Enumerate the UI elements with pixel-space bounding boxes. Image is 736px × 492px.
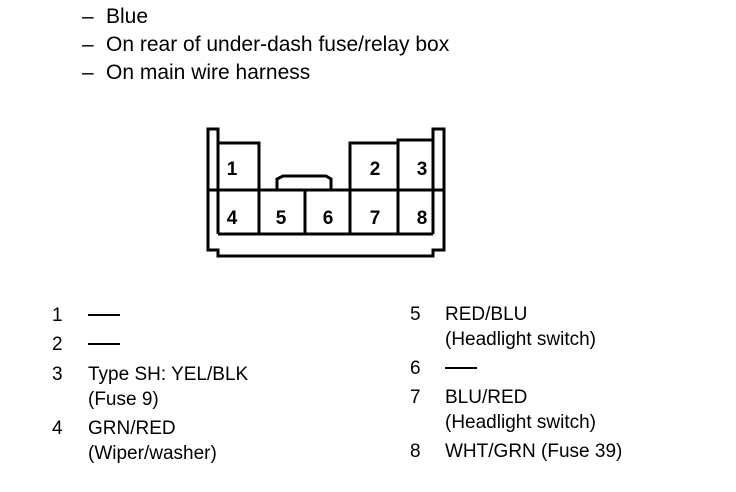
- wire-circuit: (Fuse 9): [88, 389, 159, 410]
- cavity-number-8: 8: [417, 208, 428, 229]
- pin-entry-2: 2: [52, 332, 352, 357]
- connector-diagram: 1 2 3 4 5 6 7 8: [206, 127, 446, 258]
- cavity-number-6: 6: [323, 208, 334, 229]
- no-wire-dash: [88, 342, 120, 345]
- pin-number: 3: [52, 364, 63, 385]
- wire-color: GRN/RED: [88, 418, 176, 439]
- header-line-text: On main wire harness: [106, 61, 311, 84]
- pin-entry-6: 6: [410, 356, 730, 381]
- wire-color: WHT/GRN (Fuse 39): [445, 441, 623, 462]
- cavity-number-5: 5: [276, 208, 287, 229]
- wire-circuit: (Headlight switch): [445, 412, 596, 433]
- connector-housing: [206, 127, 446, 258]
- pin-entry-4: 4 GRN/RED (Wiper/washer): [52, 416, 372, 466]
- header-dash: –: [82, 5, 94, 28]
- pin-number: 2: [52, 334, 63, 355]
- cavity-number-7: 7: [370, 208, 381, 229]
- header-dash: –: [82, 33, 94, 56]
- pin-number: 5: [410, 304, 421, 325]
- pin-number: 4: [52, 418, 63, 439]
- pin-number: 8: [410, 441, 421, 462]
- no-wire-dash: [445, 366, 477, 369]
- no-wire-dash: [88, 313, 120, 316]
- cavity-number-4: 4: [227, 208, 238, 229]
- wire-circuit: (Wiper/washer): [88, 443, 217, 464]
- pin-number: 6: [410, 358, 421, 379]
- header-line-1: –Blue: [82, 3, 148, 31]
- pin-entry-5: 5 RED/BLU (Headlight switch): [410, 302, 730, 352]
- wire-color: Type SH: YEL/BLK: [88, 364, 249, 385]
- header-line-text: Blue: [106, 5, 149, 28]
- header-dash: –: [82, 61, 94, 84]
- header-line-3: –On main wire harness: [82, 59, 310, 87]
- cavity-number-2: 2: [370, 159, 381, 180]
- cavity-number-1: 1: [227, 159, 238, 180]
- pin-entry-1: 1: [52, 303, 352, 328]
- wire-circuit: (Headlight switch): [445, 329, 596, 350]
- pin-entry-7: 7 BLU/RED (Headlight switch): [410, 385, 730, 435]
- pin-number: 1: [52, 305, 63, 326]
- wire-color: BLU/RED: [445, 387, 528, 408]
- pin-entry-3: 3 Type SH: YEL/BLK (Fuse 9): [52, 362, 372, 412]
- header-line-text: On rear of under-dash fuse/relay box: [106, 33, 450, 56]
- pin-entry-8: 8 WHT/GRN (Fuse 39): [410, 439, 730, 464]
- wire-color: RED/BLU: [445, 304, 528, 325]
- pin-number: 7: [410, 387, 421, 408]
- connector-lock-tab: [275, 174, 333, 190]
- cavity-number-3: 3: [417, 159, 428, 180]
- header-line-2: –On rear of under-dash fuse/relay box: [82, 31, 449, 59]
